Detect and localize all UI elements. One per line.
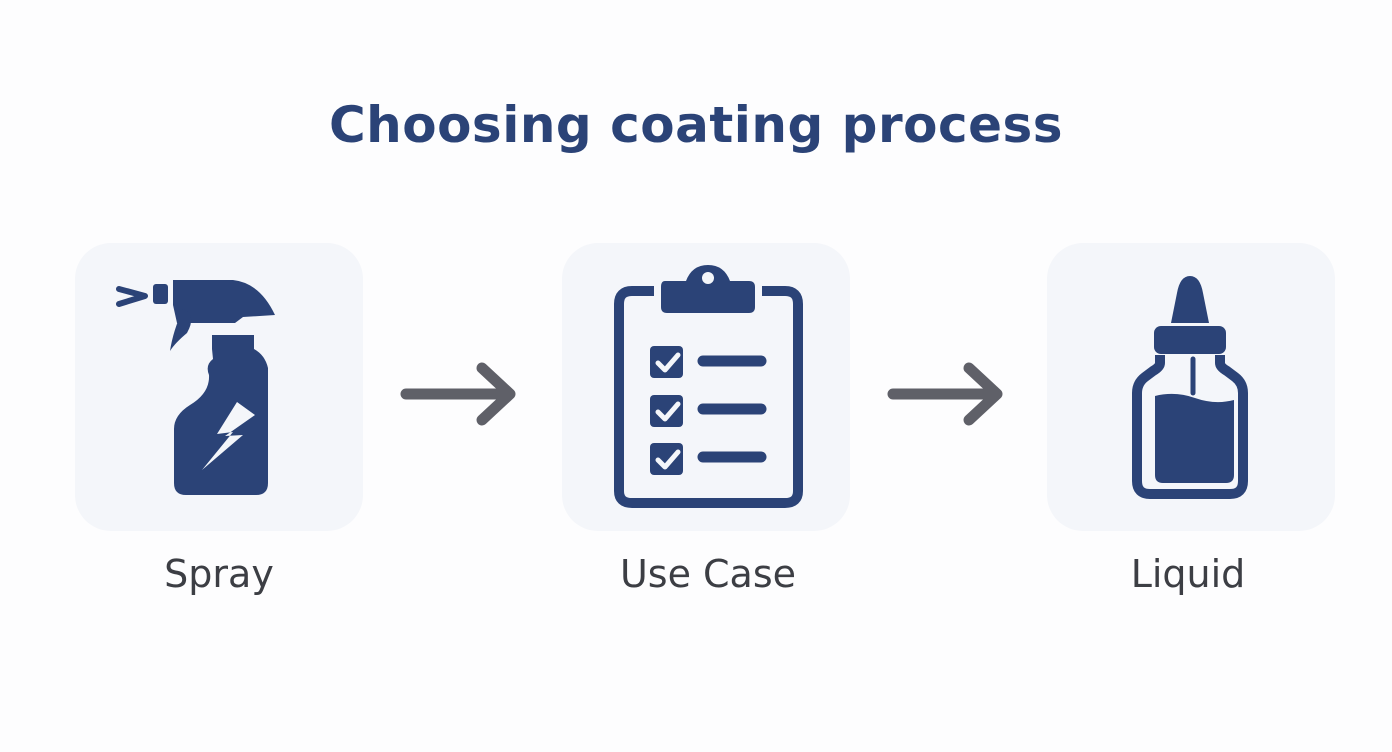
arrow-right-icon xyxy=(400,362,516,426)
diagram-title: Choosing coating process xyxy=(328,96,1064,154)
step-use-case-panel xyxy=(562,243,850,531)
step-label-use-case: Use Case xyxy=(619,552,797,596)
step-label-spray: Spray xyxy=(164,552,274,596)
arrow-right-icon xyxy=(887,362,1003,426)
step-label-liquid: Liquid xyxy=(1130,552,1246,596)
step-liquid-panel xyxy=(1047,243,1335,531)
clipboard-checklist-icon xyxy=(614,265,803,508)
step-spray-panel xyxy=(75,243,363,531)
dropper-bottle-icon xyxy=(1132,276,1248,499)
spray-bottle-icon xyxy=(116,280,275,495)
